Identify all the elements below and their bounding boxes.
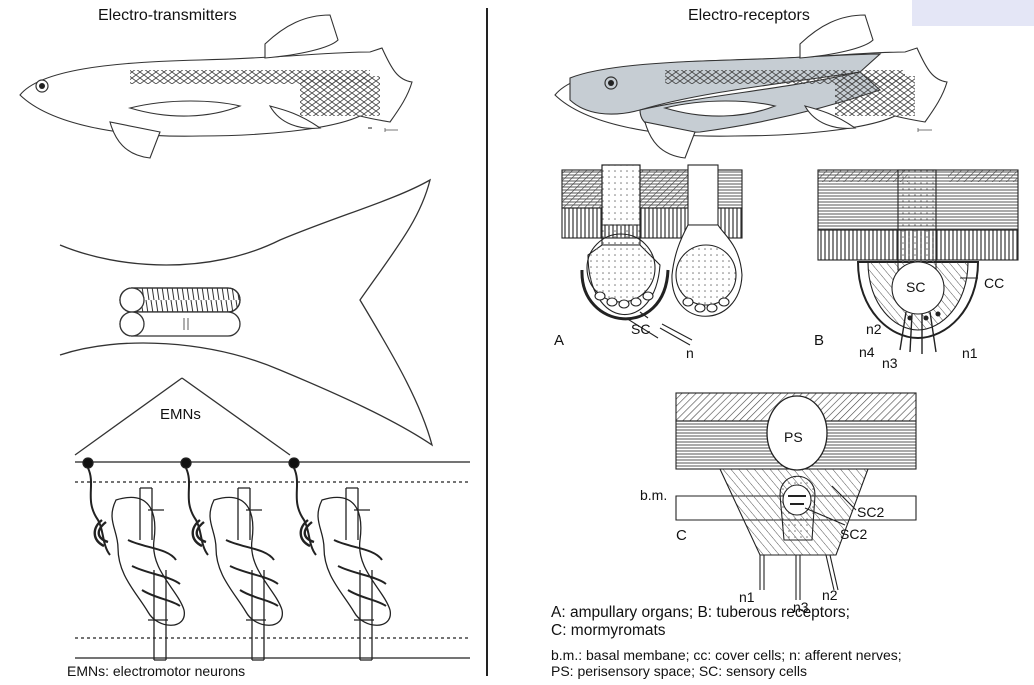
left-fish-drawing (20, 15, 412, 158)
neuron-unit (181, 458, 282, 660)
tail-closeup-drawing (60, 180, 432, 455)
panel-c-n2-label: n2 (822, 588, 838, 602)
panel-b-n1-label: n1 (962, 346, 978, 360)
neuron-unit (83, 458, 184, 660)
panel-b-n4-label: n4 (859, 345, 875, 359)
panel-c-letter: C (676, 528, 687, 543)
panel-b-drawing (818, 170, 1018, 354)
right-caption-line1: A: ampullary organs; B: tuberous recepto… (551, 605, 850, 621)
panel-a-drawing (562, 165, 742, 345)
right-caption-line2: C: mormyromats (551, 623, 666, 639)
right-legend-line1: b.m.: basal membane; cc: cover cells; n:… (551, 648, 902, 662)
panel-c-bm-label: b.m. (640, 488, 667, 502)
panel-b-cc-label: CC (984, 276, 1004, 290)
neuron-unit (289, 458, 390, 660)
panel-a-n-label: n (686, 346, 694, 360)
left-heading: Electro-transmitters (98, 8, 237, 24)
right-legend-line2: PS: perisensory space; SC: sensory cells (551, 664, 807, 678)
neuron-units (83, 458, 390, 660)
panel-c-n1-label: n1 (739, 590, 755, 604)
emns-label: EMNs (160, 407, 201, 422)
panel-c-ps-label: PS (784, 430, 803, 444)
panel-b-n3-label: n3 (882, 356, 898, 370)
panel-b-n2-label: n2 (866, 322, 882, 336)
left-caption: EMNs: electromotor neurons (67, 664, 245, 678)
panel-a-sc-label: SC (631, 322, 650, 336)
panel-c-sc2-label-bottom: SC2 (840, 527, 867, 541)
panel-c-drawing (676, 393, 916, 600)
panel-c-sc2-label-top: SC2 (857, 505, 884, 519)
panel-a-letter: A (554, 333, 564, 348)
right-heading: Electro-receptors (688, 8, 810, 24)
electromotor-neurons-drawing (75, 462, 470, 658)
panel-b-sc-label: SC (906, 280, 925, 294)
panel-b-letter: B (814, 333, 824, 348)
